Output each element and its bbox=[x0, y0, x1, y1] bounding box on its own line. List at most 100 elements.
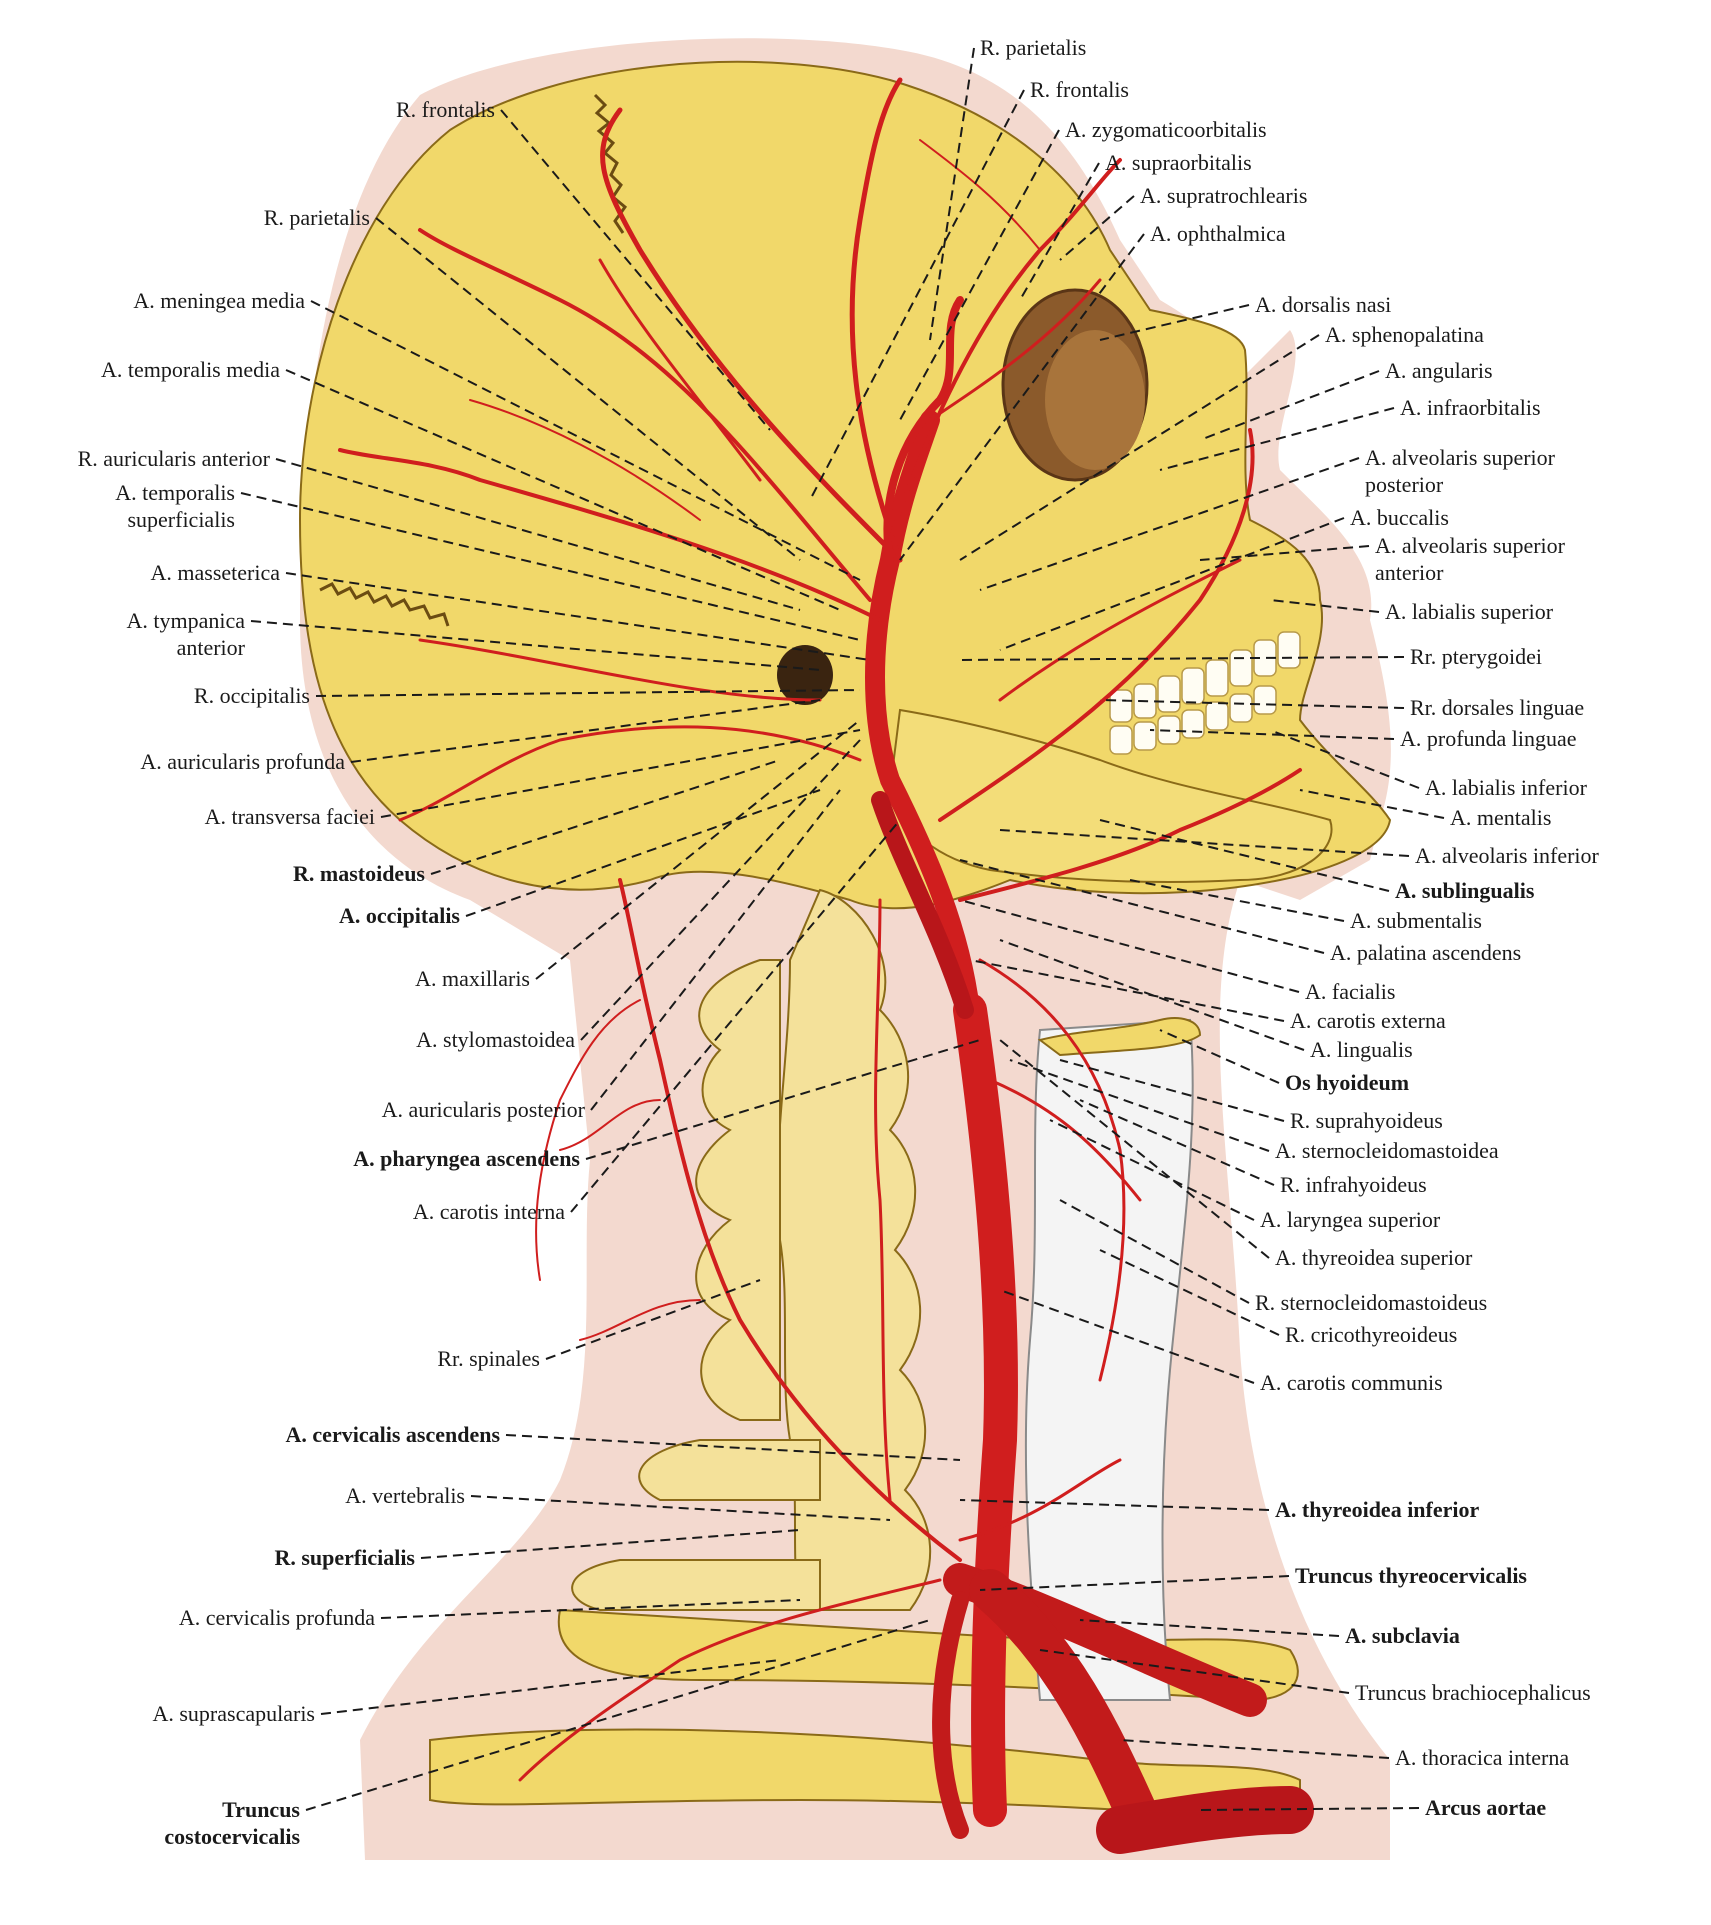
label-a-pharyngea-ascendens: A. pharyngea ascendens bbox=[353, 1146, 580, 1171]
label-a-cervicalis-ascendens: A. cervicalis ascendens bbox=[286, 1422, 501, 1447]
label-a-carotis-interna: A. carotis interna bbox=[413, 1199, 565, 1224]
arterial-branches bbox=[338, 77, 1302, 1782]
label-a-zygomaticoorbitalis: A. zygomaticoorbitalis bbox=[1065, 117, 1267, 142]
leader-a-labialis-superior bbox=[1269, 599, 1380, 613]
leader-a-meningea-media bbox=[310, 300, 861, 581]
leader-a-alveolaris-superior-anterior bbox=[1199, 545, 1370, 561]
leader-rr-spinales bbox=[545, 1279, 761, 1360]
labels: R. parietalis R. frontalis A. zygomaticoor… bbox=[78, 35, 1600, 1849]
leader-a-temporalis-media bbox=[285, 369, 841, 611]
brachiocephalic-vessel bbox=[969, 1569, 1161, 1841]
label-r-sternocleidomastoideus: R. sternocleidomastoideus bbox=[1255, 1290, 1487, 1315]
leader-r-frontalis-top bbox=[809, 89, 1025, 501]
leader-a-occipitalis bbox=[465, 789, 821, 917]
label-a-supraorbitalis: A. supraorbitalis bbox=[1105, 150, 1252, 175]
label-a-vertebralis: A. vertebralis bbox=[345, 1483, 465, 1508]
label-truncus-thyreocervicalis: Truncus thyreocervicalis bbox=[1295, 1563, 1527, 1588]
leader-r-cricothyreoideus bbox=[1099, 1249, 1280, 1336]
leader-lines bbox=[240, 47, 1445, 1811]
label-r-occipitalis: R. occipitalis bbox=[194, 683, 310, 708]
label-a-labialis-inferior: A. labialis inferior bbox=[1425, 775, 1588, 800]
larynx-trachea bbox=[1024, 1018, 1194, 1701]
label-a-carotis-communis: A. carotis communis bbox=[1260, 1370, 1443, 1395]
label-a-auricularis-profunda: A. auricularis profunda bbox=[140, 749, 345, 774]
label-a-transversa-faciei: A. transversa faciei bbox=[205, 804, 375, 829]
leader-a-laryngea-superior bbox=[1049, 1119, 1255, 1221]
cervical-spine bbox=[571, 888, 931, 1611]
leader-a-stylomastoidea bbox=[580, 739, 861, 1041]
leader-a-thoracica-interna bbox=[1119, 1739, 1390, 1759]
leader-a-supratrochlearis bbox=[1059, 195, 1135, 261]
label-os-hyoideum: Os hyoideum bbox=[1285, 1070, 1409, 1095]
label-a-buccalis: A. buccalis bbox=[1350, 505, 1449, 530]
label-a-facialis: A. facialis bbox=[1305, 979, 1395, 1004]
label-truncus-brachiocephalicus: Truncus brachiocephalicus bbox=[1355, 1680, 1591, 1705]
mandible bbox=[888, 708, 1333, 883]
leader-r-parietalis-left bbox=[375, 217, 801, 561]
leader-a-sphenopalatina bbox=[959, 334, 1320, 561]
leader-a-sublingualis bbox=[1099, 819, 1390, 892]
label-a-infraorbitalis: A. infraorbitalis bbox=[1400, 395, 1541, 420]
label-a-cervicalis-profunda: A. cervicalis profunda bbox=[179, 1605, 375, 1630]
label-a-sphenopalatina: A. sphenopalatina bbox=[1325, 322, 1484, 347]
label-a-sublingualis: A. sublingualis bbox=[1395, 878, 1535, 903]
label-a-meningea-media: A. meningea media bbox=[133, 288, 305, 313]
leader-a-temporalis-superficialis bbox=[240, 492, 861, 641]
leader-r-infrahyoideus bbox=[1079, 1099, 1275, 1186]
leader-rr-pterygoidei bbox=[959, 656, 1405, 661]
label-a-mentalis: A. mentalis bbox=[1450, 805, 1551, 830]
label-a-palatina-ascendens: A. palatina ascendens bbox=[1330, 940, 1521, 965]
leader-a-zygomaticoorbitalis bbox=[899, 129, 1060, 421]
vertebralis-vessel bbox=[932, 1591, 969, 1839]
leader-r-mastoideus bbox=[430, 759, 781, 875]
carotis-interna-vessel bbox=[871, 791, 974, 1019]
leader-a-cervicalis-ascendens bbox=[505, 1434, 961, 1461]
leader-a-sternocleidomastoidea bbox=[1009, 1059, 1270, 1152]
leader-a-pharyngea-ascendens bbox=[585, 1039, 981, 1160]
hyoid-bone bbox=[1037, 1017, 1202, 1057]
leader-a-profunda-linguae bbox=[1149, 729, 1395, 740]
leader-a-maxillaris bbox=[535, 719, 861, 980]
leader-a-mentalis bbox=[1299, 789, 1445, 819]
leader-a-facialis bbox=[959, 899, 1300, 993]
leader-a-thyreoidea-superior bbox=[999, 1039, 1270, 1259]
label-a-maxillaris: A. maxillaris bbox=[415, 966, 530, 991]
leader-a-alveolaris-superior-posterior bbox=[979, 457, 1360, 591]
coronal-suture bbox=[593, 93, 628, 234]
skull bbox=[298, 60, 1392, 910]
label-a-laryngea-superior: A. laryngea superior bbox=[1260, 1207, 1441, 1232]
label-r-frontalis-top: R. frontalis bbox=[1030, 77, 1129, 102]
lambdoid-suture bbox=[319, 582, 450, 627]
label-a-supratrochlearis: A. supratrochlearis bbox=[1140, 183, 1307, 208]
leader-a-suprascapularis bbox=[320, 1659, 781, 1715]
leader-truncus-brachiocephalicus bbox=[1039, 1649, 1350, 1694]
label-r-superficialis: R. superficialis bbox=[274, 1545, 415, 1570]
leader-a-carotis-externa bbox=[969, 959, 1285, 1022]
leader-rr-dorsales-linguae bbox=[1099, 699, 1405, 709]
label-rr-pterygoidei: Rr. pterygoidei bbox=[1410, 644, 1542, 669]
teeth bbox=[1109, 631, 1301, 755]
leader-a-infraorbitalis bbox=[1159, 407, 1395, 471]
label-a-submentalis: A. submentalis bbox=[1350, 908, 1482, 933]
leader-a-thyreoidea-inferior bbox=[959, 1499, 1270, 1511]
label-a-sternocleidomastoidea: A. sternocleidomastoidea bbox=[1275, 1138, 1499, 1163]
leader-r-suprahyoideus bbox=[1059, 1059, 1285, 1122]
leader-truncus-costocervicalis bbox=[305, 1619, 931, 1811]
label-a-thoracica-interna: A. thoracica interna bbox=[1395, 1745, 1569, 1770]
label-r-mastoideus: R. mastoideus bbox=[293, 861, 425, 886]
label-r-suprahyoideus: R. suprahyoideus bbox=[1290, 1108, 1443, 1133]
leader-a-labialis-inferior bbox=[1269, 729, 1420, 789]
label-r-cricothyreoideus: R. cricothyreoideus bbox=[1285, 1322, 1457, 1347]
label-a-carotis-externa: A. carotis externa bbox=[1290, 1008, 1446, 1033]
label-r-infrahyoideus: R. infrahyoideus bbox=[1280, 1172, 1427, 1197]
leader-os-hyoideum bbox=[1159, 1029, 1280, 1084]
leader-a-palatina-ascendens bbox=[959, 859, 1325, 954]
label-r-parietalis-top: R. parietalis bbox=[980, 35, 1086, 60]
leader-a-supraorbitalis bbox=[1019, 162, 1100, 301]
leader-a-cervicalis-profunda bbox=[380, 1599, 801, 1619]
